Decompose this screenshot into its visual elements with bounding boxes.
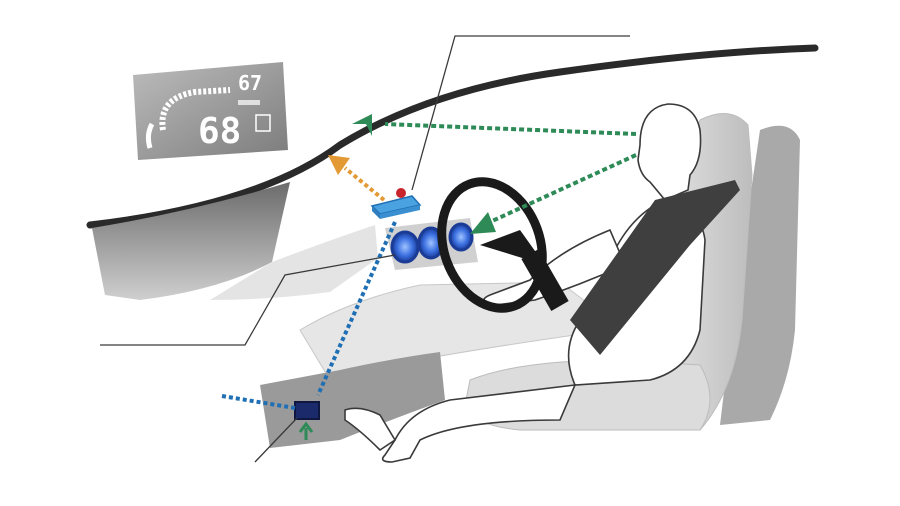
leader-line-gauges (100, 254, 396, 346)
projection-path-left (221, 394, 296, 410)
gauge-right (448, 222, 474, 252)
dashboard-upper (92, 182, 290, 300)
seat-back-shadow (720, 125, 800, 425)
projector-side (372, 206, 380, 219)
projection-path-vertical (316, 221, 397, 396)
sight-line-dashboard (489, 153, 637, 224)
driver-foot (344, 407, 397, 452)
seat-belt (570, 180, 740, 355)
gauge-left (390, 230, 420, 264)
leader-line-projector (411, 35, 630, 191)
hud-panel-background (133, 62, 288, 160)
windshield-line (86, 44, 819, 229)
driver-head (637, 103, 702, 201)
hud-arc-gauge (159, 87, 231, 131)
hud-virtual-image: 68 67 (133, 62, 288, 160)
hud-speed-value: 68 (198, 111, 241, 152)
sensor-box (294, 401, 320, 420)
driver-leg (381, 384, 577, 463)
sight-line-windshield (384, 122, 637, 136)
reflection-arrow-icon (328, 155, 350, 175)
hud-secondary-value: 67 (238, 71, 262, 95)
dashboard-face (210, 225, 378, 300)
leader-line-sensor (254, 417, 298, 463)
steering-column (521, 249, 569, 311)
projector-front (380, 205, 420, 219)
hud-bar-indicator (238, 100, 260, 105)
steering-rim (437, 177, 547, 313)
sight-arrow-dashboard-icon (470, 212, 496, 234)
projector-lens-icon (396, 188, 406, 198)
instrument-cluster (385, 218, 478, 270)
steering-wheel (437, 177, 569, 313)
sight-arrow-windshield-icon (352, 114, 372, 136)
hud-projector-box (370, 188, 422, 219)
reflection-line (343, 166, 386, 202)
sensor-up-arrow-icon (298, 421, 314, 440)
hud-arc-tail (145, 122, 155, 149)
hud-fuel-icon (255, 114, 271, 132)
lower-sensor-unit (294, 401, 320, 440)
